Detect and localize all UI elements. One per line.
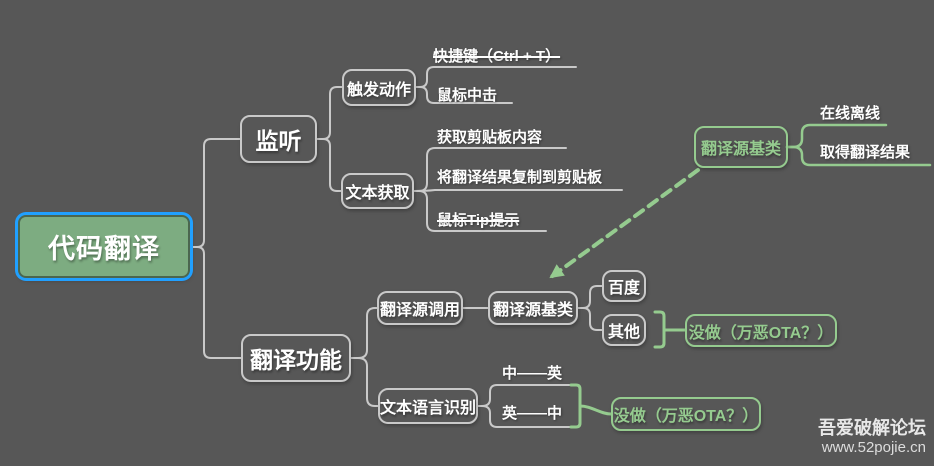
topic-other[interactable]: 其他 <box>602 314 646 346</box>
watermark: 吾爱破解论坛 www.52pojie.cn <box>818 418 926 456</box>
leaf-mouse-tip[interactable]: 鼠标Tip提示 <box>437 212 520 229</box>
leaf-en-to-zh[interactable]: 英——中 <box>502 405 563 422</box>
leaf-zh-to-en[interactable]: 中——英 <box>502 365 563 382</box>
summary-bracket-language-connector <box>578 404 613 416</box>
topic-translation-source-base-floating[interactable]: 翻译源基类 <box>694 126 788 168</box>
topic-translate-function[interactable]: 翻译功能 <box>241 334 351 382</box>
leaf-online-offline[interactable]: 在线离线 <box>820 105 881 122</box>
summary-not-done-ota-1[interactable]: 没做（万恶OTA？） <box>685 314 837 347</box>
branch-to-language-detect <box>350 357 379 407</box>
branch-copy-result-underline <box>413 189 623 192</box>
watermark-site-name: 吾爱破解论坛 <box>818 418 926 439</box>
branch-listen-to-textfetch <box>316 138 342 192</box>
branch-listen-to-trigger <box>316 86 343 140</box>
branch-root-to-listen <box>189 138 241 248</box>
topic-language-detect[interactable]: 文本语言识别 <box>378 388 478 424</box>
topic-trigger-action[interactable]: 触发动作 <box>342 69 416 106</box>
leaf-mouse-middle-click[interactable]: 鼠标中击 <box>437 87 498 104</box>
branch-base-to-other <box>577 307 603 331</box>
leaf-shortcut-key[interactable]: 快捷键（Ctrl + T） <box>433 48 561 65</box>
branch-to-source-call <box>350 307 378 359</box>
topic-translation-source-base[interactable]: 翻译源基类 <box>488 291 578 325</box>
topic-text-fetch[interactable]: 文本获取 <box>341 173 414 209</box>
branch-mouse-tip-underline <box>413 190 547 232</box>
topic-listen[interactable]: 监听 <box>240 115 317 163</box>
branch-mouse-middle-underline <box>415 86 513 104</box>
topic-source-call[interactable]: 翻译源调用 <box>377 291 463 325</box>
watermark-site-url: www.52pojie.cn <box>821 438 926 456</box>
root-topic-code-translation[interactable]: 代码翻译 <box>18 215 190 278</box>
leaf-get-clipboard-content[interactable]: 获取剪贴板内容 <box>437 129 543 146</box>
summary-not-done-ota-2[interactable]: 没做（万恶OTA？） <box>611 397 761 431</box>
branch-root-to-translate-function <box>189 246 242 359</box>
leaf-get-translation-result[interactable]: 取得翻译结果 <box>820 144 911 161</box>
relationship-arrow[interactable] <box>549 168 700 279</box>
topic-baidu[interactable]: 百度 <box>602 270 646 302</box>
branch-get-result-underline <box>785 145 932 167</box>
branch-en-zh-underline <box>477 405 575 428</box>
leaf-copy-result-to-clipboard[interactable]: 将翻译结果复制到剪贴板 <box>437 169 603 186</box>
branch-base-to-baidu <box>577 285 603 309</box>
